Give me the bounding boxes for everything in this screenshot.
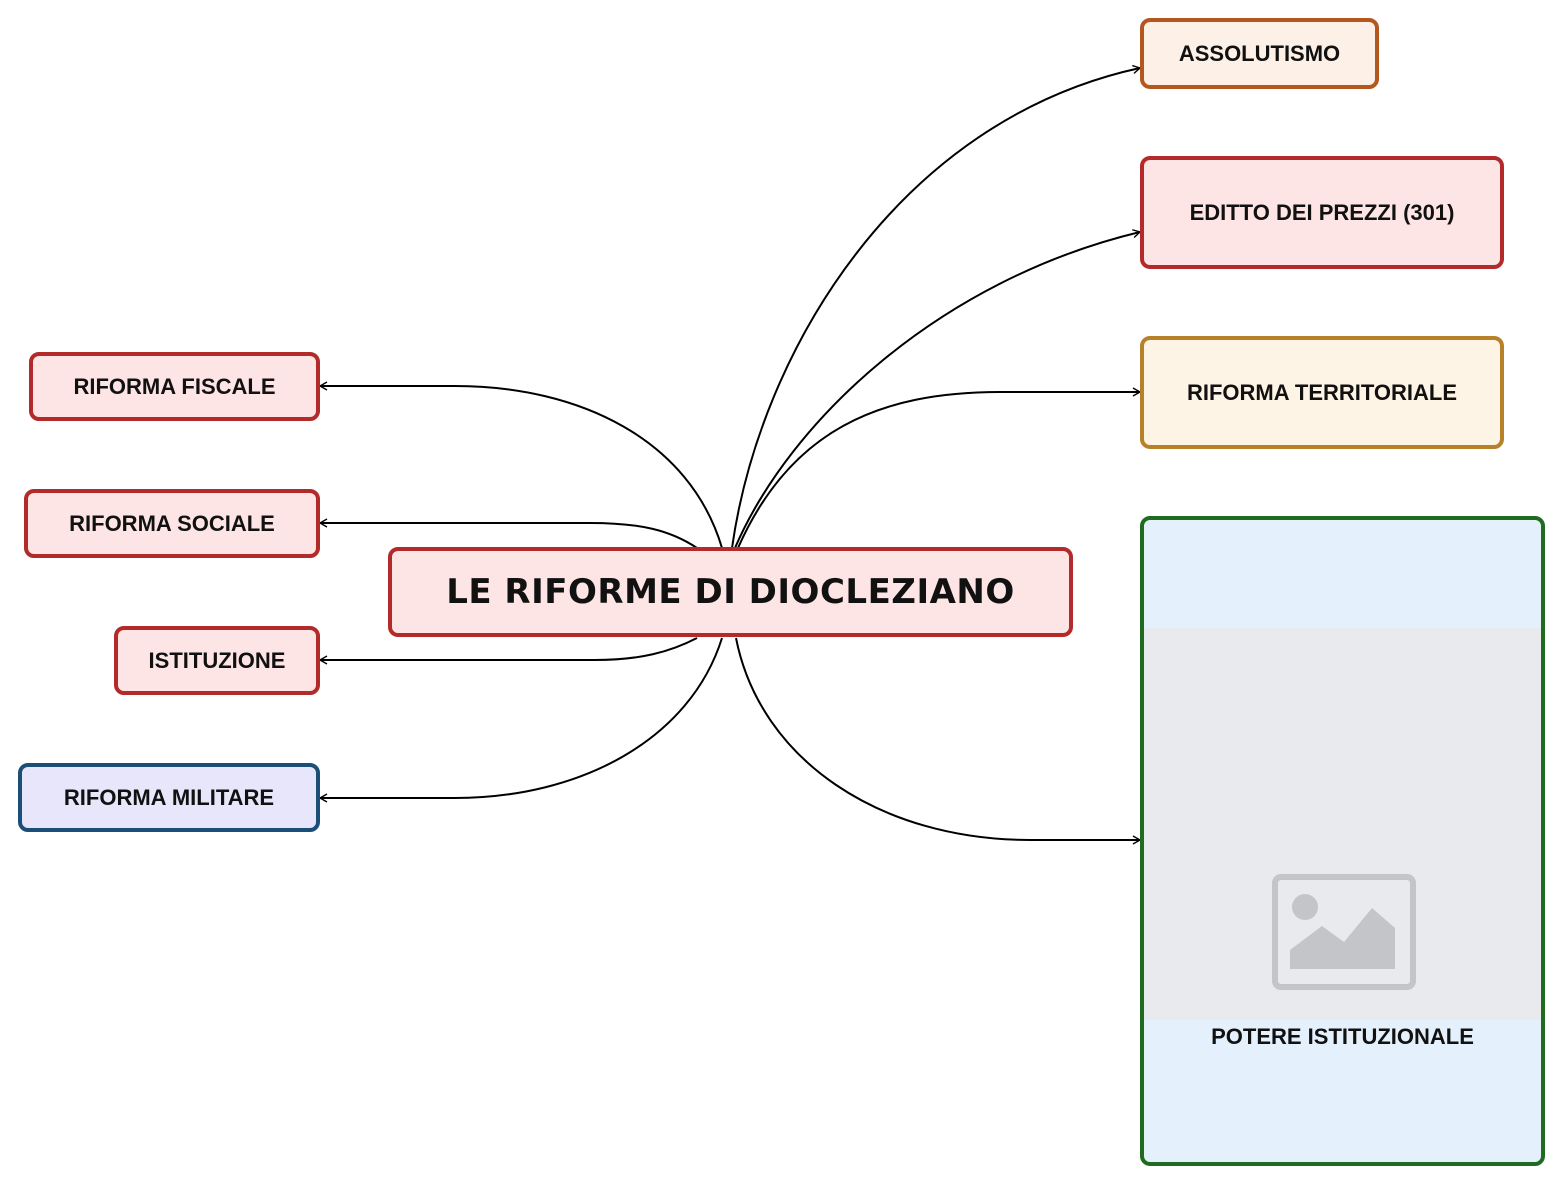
- edge-to-riforma-sociale: [318, 518, 698, 549]
- node-label: EDITTO DEI PREZZI (301): [1189, 199, 1455, 225]
- node-label: RIFORMA SOCIALE: [69, 510, 275, 536]
- node-riforma-fiscale[interactable]: RIFORMA FISCALE: [29, 352, 320, 421]
- node-riforma-militare[interactable]: RIFORMA MILITARE: [18, 763, 320, 832]
- edge-to-riforma-fiscale: [318, 381, 723, 549]
- edge-to-riforma-militare: [318, 637, 723, 803]
- node-label: RIFORMA MILITARE: [63, 784, 275, 810]
- node-label: POTERE ISTITUZIONALE: [1211, 1024, 1474, 1049]
- node-label: RIFORMA TERRITORIALE: [1186, 379, 1458, 405]
- central-topic-label: LE RIFORME DI DIOCLEZIANO: [446, 572, 1015, 612]
- node-label: ISTITUZIONE: [148, 647, 286, 673]
- edge-to-istituzione: [318, 637, 698, 665]
- node-riforma-territoriale[interactable]: RIFORMA TERRITORIALE: [1140, 336, 1504, 449]
- edge-to-editto-dei-prezzi: [734, 229, 1142, 549]
- node-label: ASSOLUTISMO: [1178, 40, 1341, 66]
- edge-to-riforma-territoriale: [737, 387, 1142, 549]
- node-label: RIFORMA FISCALE: [73, 373, 276, 399]
- node-istituzione[interactable]: ISTITUZIONE: [114, 626, 320, 695]
- central-topic-node[interactable]: LE RIFORME DI DIOCLEZIANO: [388, 547, 1073, 637]
- node-assolutismo[interactable]: ASSOLUTISMO: [1140, 18, 1379, 89]
- image-placeholder: [1144, 628, 1541, 1020]
- image-placeholder-icon: [1272, 874, 1416, 990]
- node-riforma-sociale[interactable]: RIFORMA SOCIALE: [24, 489, 320, 558]
- node-potere-istituzionale[interactable]: POTERE ISTITUZIONALE: [1140, 516, 1545, 1166]
- edge-to-potere-istituzionale: [735, 637, 1142, 845]
- node-editto-dei-prezzi[interactable]: EDITTO DEI PREZZI (301): [1140, 156, 1504, 269]
- edge-to-assolutismo: [731, 64, 1142, 549]
